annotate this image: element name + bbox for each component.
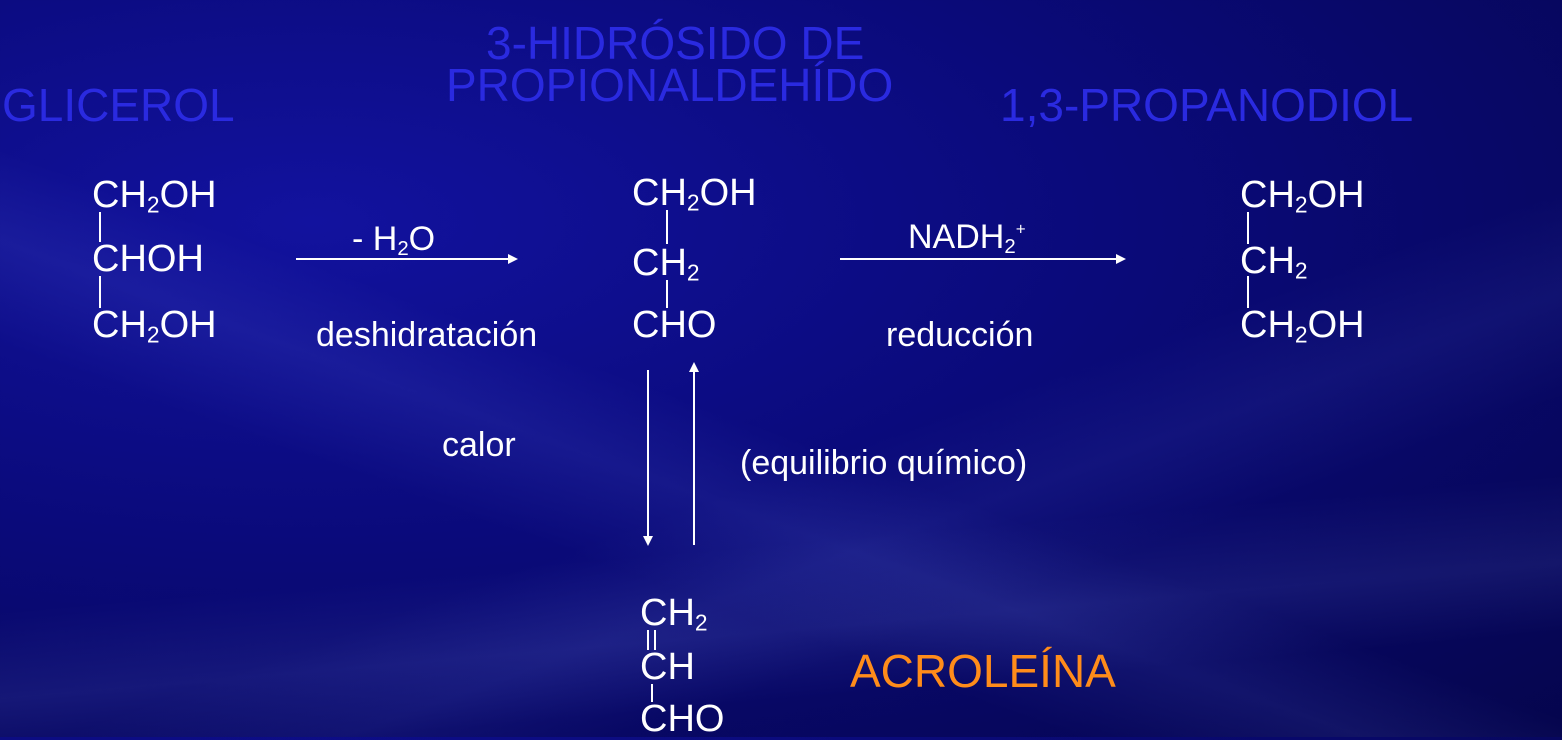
title-propanodiol: 1,3-PROPANODIOL [1000, 79, 1414, 131]
title-hidrosido-line2: PROPIONALDEHÍDO [446, 59, 894, 111]
reaction2-label: reducción [886, 316, 1034, 354]
acroleina-row1: CH2 [640, 592, 708, 636]
hpa-bond-1 [666, 210, 668, 244]
hpa-row1: CH2OH [632, 172, 757, 216]
acroleina-row3: CHO [640, 698, 725, 740]
reaction2-reagent: NADH2+ [908, 218, 1026, 259]
hpa-row3: CHO [632, 304, 717, 346]
reaction1-reagent: - H2O [352, 220, 436, 261]
glicerol-bond-2 [99, 276, 101, 308]
propanodiol-row3: CH2OH [1240, 304, 1365, 348]
propanodiol-row2: CH2 [1240, 240, 1308, 284]
title-hidrosido-line1: 3-HIDRÓSIDO DE [486, 17, 865, 69]
hpa-row2: CH2 [632, 242, 700, 286]
propanodiol-bond-2 [1247, 276, 1249, 308]
glicerol-bond-1 [99, 212, 101, 242]
hpa-bond-2 [666, 280, 668, 308]
reaction1-label: deshidratación [316, 316, 538, 354]
title-glicerol: GLICEROL [2, 79, 235, 131]
equilibrium-right-label: (equilibrio químico) [740, 444, 1028, 482]
propanodiol-bond-1 [1247, 212, 1249, 244]
acroleina-double-bond-b [654, 630, 656, 650]
glicerol-row3: CH2OH [92, 304, 217, 348]
glicerol-row1: CH2OH [92, 174, 217, 218]
propanodiol-row1: CH2OH [1240, 174, 1365, 218]
acroleina-bond [651, 684, 653, 702]
equilibrium-left-label: calor [442, 426, 516, 464]
glicerol-row2: CHOH [92, 238, 204, 280]
acroleina-double-bond-a [647, 630, 649, 650]
acroleina-row2: CH [640, 646, 695, 688]
title-acroleina: ACROLEÍNA [850, 645, 1116, 697]
